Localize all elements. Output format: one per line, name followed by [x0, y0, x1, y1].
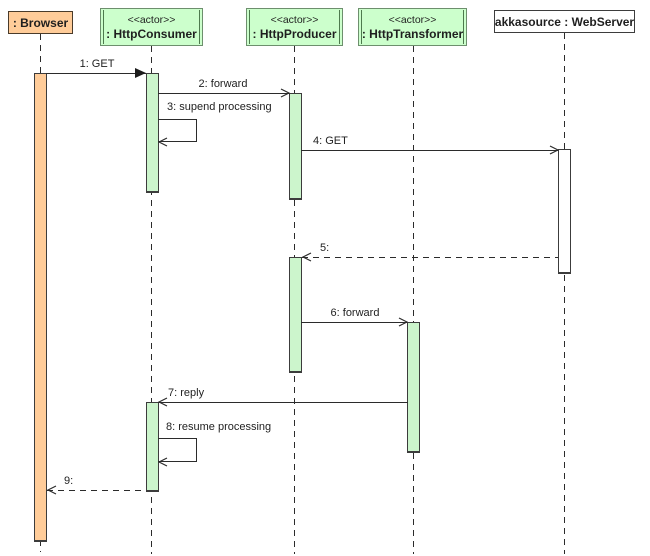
message-label: 8: resume processing	[166, 421, 272, 433]
message-line	[46, 73, 146, 74]
lifeline-webserver	[564, 33, 565, 554]
lifeline-head-webserver: akkasource : WebServer	[494, 10, 635, 33]
participant-name: : HttpTransformer	[361, 26, 464, 41]
message-label: 4: GET	[313, 135, 348, 147]
lifeline-head-browser: : Browser	[8, 11, 73, 34]
message-line	[47, 490, 146, 491]
activation-httpproducer-1	[289, 93, 302, 200]
arrowhead-open-icon	[398, 317, 408, 327]
lifeline-head-httpproducer: <<actor>> : HttpProducer	[246, 8, 343, 46]
activation-httpconsumer-1	[146, 73, 159, 193]
message-label: 7: reply	[168, 387, 205, 399]
activation-httptransformer	[407, 322, 420, 453]
lifeline-head-httpconsumer: <<actor>> : HttpConsumer	[100, 8, 203, 46]
message-line	[158, 402, 408, 403]
arrowhead-open-icon	[302, 252, 312, 262]
message-label: 2: forward	[198, 78, 248, 90]
activation-browser	[34, 73, 47, 542]
participant-stereotype: <<actor>>	[270, 13, 319, 26]
arrowhead-open-icon	[158, 457, 168, 467]
message-label: 5:	[320, 242, 330, 254]
message-label: 3: supend processing	[167, 101, 272, 113]
participant-name: : HttpProducer	[252, 26, 337, 41]
arrowhead-open-icon	[549, 145, 559, 155]
participant-name: : Browser	[12, 15, 69, 30]
message-line	[301, 322, 407, 323]
message-label: 6: forward	[330, 307, 380, 319]
arrowhead-open-icon	[47, 485, 57, 495]
arrowhead-open-icon	[158, 137, 168, 147]
activation-httpconsumer-2	[146, 402, 159, 492]
participant-stereotype: <<actor>>	[388, 13, 437, 26]
participant-name: : HttpConsumer	[106, 26, 197, 41]
message-line	[302, 257, 558, 258]
self-message-loop	[158, 438, 197, 462]
participant-name: akkasource : WebServer	[494, 14, 635, 29]
arrowhead-filled-icon	[135, 68, 146, 78]
arrowhead-open-icon	[158, 397, 168, 407]
lifeline-httptransformer	[413, 46, 414, 554]
message-label: 1: GET	[79, 58, 115, 70]
activation-httpproducer-2	[289, 257, 302, 373]
arrowhead-open-icon	[280, 88, 290, 98]
message-line	[301, 150, 558, 151]
lifeline-httpconsumer	[151, 46, 152, 554]
message-line	[158, 93, 289, 94]
lifeline-head-httptransformer: <<actor>> : HttpTransformer	[358, 8, 467, 46]
participant-stereotype: <<actor>>	[127, 13, 176, 26]
message-label: 9:	[64, 475, 74, 487]
activation-webserver	[558, 149, 571, 274]
self-message-loop	[158, 119, 197, 142]
